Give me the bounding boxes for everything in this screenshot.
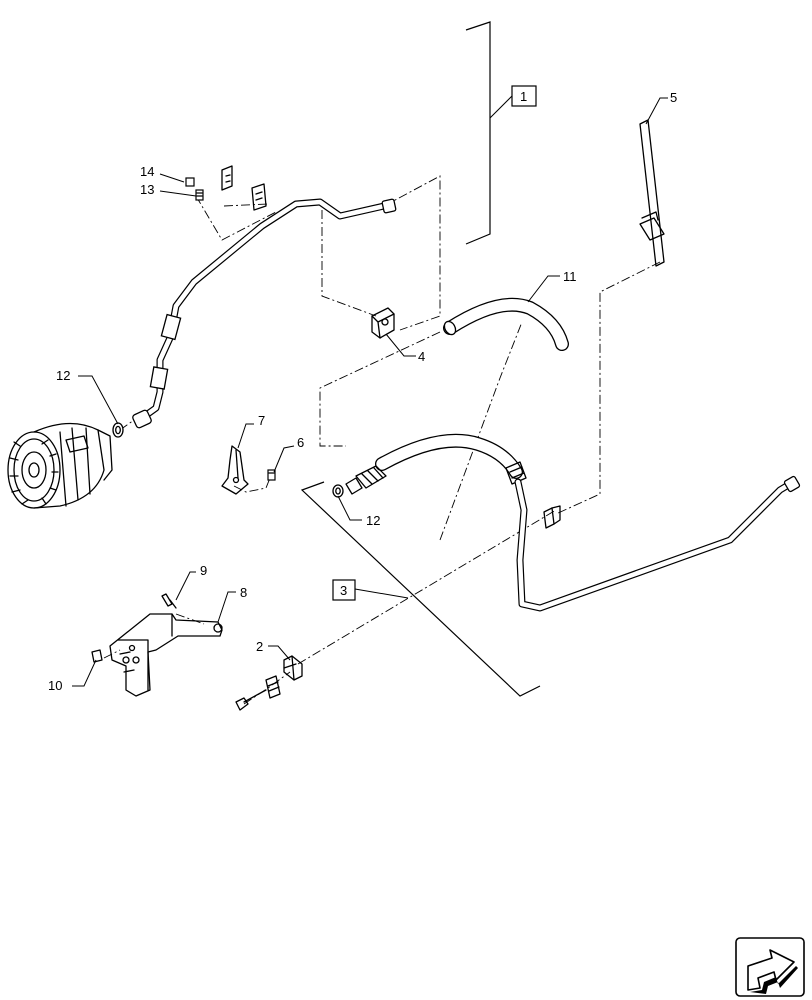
bracket-section-3 [300,481,541,697]
callout-5: 5 [670,90,677,105]
callout-14: 14 [140,164,154,179]
callout-12-lower: 12 [366,513,380,528]
cap-14 [185,177,195,187]
callout-2: 2 [256,639,263,654]
callout-leaders [72,97,668,687]
bracket-7 [221,445,249,495]
callout-9: 9 [200,563,207,578]
tube-clip-upper [221,165,267,211]
bracket-section-1 [465,21,537,245]
valve-13 [195,189,204,201]
callout-11: 11 [563,269,577,284]
callout-8: 8 [240,585,247,600]
screw-9 [161,593,177,609]
bracket-assembly-8 [109,613,223,697]
callout-4: 4 [418,349,425,364]
callout-7: 7 [258,413,265,428]
callout-13: 13 [140,182,154,197]
ac-compressor [7,422,113,509]
callout-6: 6 [297,435,304,450]
upper-refrigerant-tube [132,198,397,429]
clip-2 [235,655,303,711]
alignment-lines [103,175,661,705]
callout-3: 3 [340,583,347,598]
callout-12-upper: 12 [56,368,70,383]
insulation-sleeve-11 [443,297,569,351]
callout-10: 10 [48,678,62,693]
clamp-4 [371,307,395,339]
tube-clip-lower [543,505,561,529]
lower-refrigerant-tube [514,475,801,612]
next-page-arrow-icon[interactable] [735,937,805,997]
lower-refrigerant-hose [345,433,527,495]
callout-1: 1 [520,89,527,104]
bolt-10 [91,649,103,663]
bolt-6 [267,469,276,481]
callout-labels: 1 3 14 13 12 7 6 4 11 5 12 9 8 10 2 [48,89,677,693]
o-ring-12-lower [332,484,344,498]
mounting-strap-5 [639,119,665,267]
o-ring-12-upper [112,422,124,438]
